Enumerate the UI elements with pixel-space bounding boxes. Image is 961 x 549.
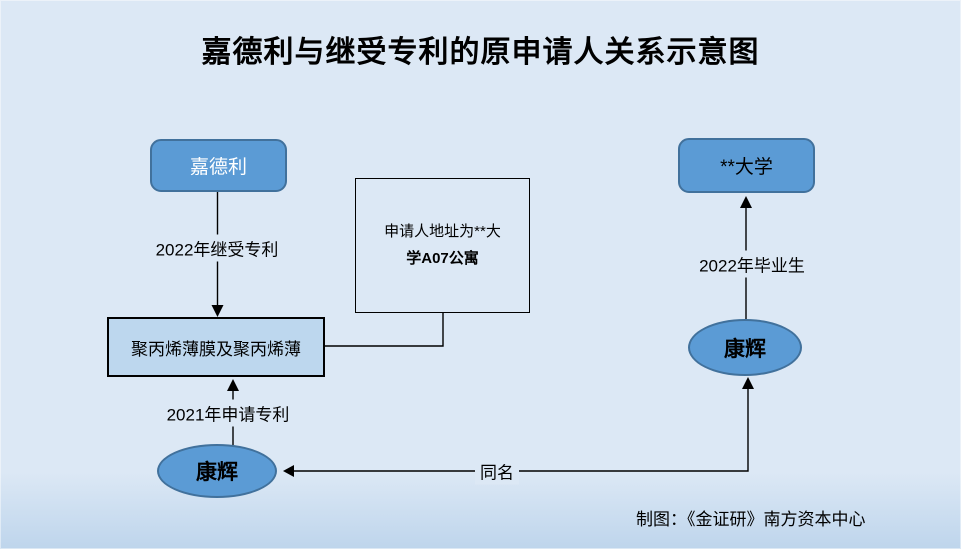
node-university-label: **大学 <box>720 157 773 178</box>
node-kanghui-left: 康辉 <box>157 444 277 498</box>
node-kanghui-right: 康辉 <box>688 319 802 376</box>
diagram-title: 嘉德利与继受专利的原申请人关系示意图 <box>201 36 760 69</box>
node-kanghui-right-label: 康辉 <box>724 337 766 361</box>
connector-address-note <box>325 313 444 347</box>
credit-caption: 制图：《金证研》南方资本中心 <box>636 510 866 529</box>
node-kanghui-left-label: 康辉 <box>196 461 238 484</box>
address-note-line2: 学A07公寓 <box>406 249 479 267</box>
edge-label-graduate: 2022年毕业生 <box>694 250 810 278</box>
arrow-same-name <box>283 377 754 477</box>
edge-label-application: 2021年申请专利 <box>161 399 295 427</box>
edge-label-succession: 2022年继受专利 <box>150 234 284 262</box>
node-jiadeli-label: 嘉德利 <box>189 157 247 178</box>
edge-label-same-name: 同名 <box>475 457 519 485</box>
node-university: **大学 <box>678 138 815 193</box>
node-address-note: 申请人地址为**大 学A07公寓 <box>355 178 530 313</box>
address-note-line1: 申请人地址为**大 <box>384 223 501 241</box>
node-patent-rect: 聚丙烯薄膜及聚丙烯薄 <box>107 317 325 377</box>
node-jiadeli: 嘉德利 <box>150 139 287 192</box>
node-patent-label: 聚丙烯薄膜及聚丙烯薄 <box>131 339 301 359</box>
